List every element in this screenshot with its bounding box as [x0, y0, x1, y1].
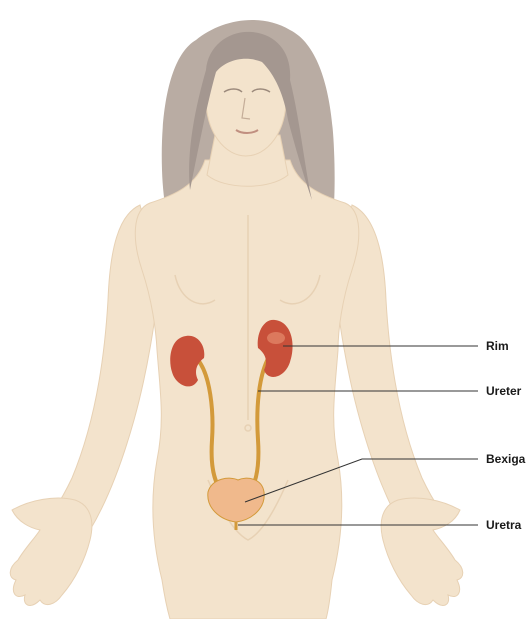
right-kidney-highlight	[267, 332, 285, 344]
left-hand	[10, 498, 92, 605]
bladder-label: Bexiga	[486, 452, 526, 466]
ureter-label: Ureter	[486, 384, 522, 398]
torso	[135, 160, 359, 619]
right-hand	[381, 498, 463, 605]
kidney-label: Rim	[486, 339, 509, 353]
urethra-label: Uretra	[486, 518, 522, 532]
